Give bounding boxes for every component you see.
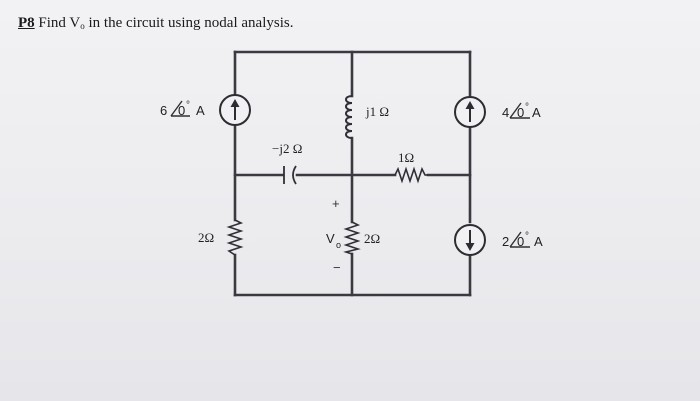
source-2a-unit: A xyxy=(534,234,543,249)
capacitor-label: −j2 Ω xyxy=(272,141,302,156)
source-2a-magnitude: 2 xyxy=(502,234,509,249)
inductor-j1-label: j1 Ω xyxy=(365,104,389,119)
circuit-wires xyxy=(233,50,472,297)
problem-title: P8 Find Vo in the circuit using nodal an… xyxy=(18,15,293,32)
resistor-2ohm-center-label: 2Ω xyxy=(364,231,380,246)
source-2a-angle: 0 xyxy=(517,234,524,249)
resistor-1ohm-label: 1Ω xyxy=(398,150,414,165)
source-6a-label: 6 0 ° A xyxy=(160,100,205,118)
vo-subscript: o xyxy=(336,240,341,250)
svg-text:°: ° xyxy=(186,100,190,111)
source-4a-angle: 0 xyxy=(517,105,524,120)
source-6a-unit: A xyxy=(196,103,205,118)
source-4a-magnitude: 4 xyxy=(502,105,509,120)
vo-label: V xyxy=(326,231,335,246)
inductor-j1 xyxy=(345,95,353,139)
problem-text-after: in the circuit using nodal analysis. xyxy=(84,15,294,31)
current-source-4a xyxy=(454,96,486,128)
source-6a-magnitude: 6 xyxy=(160,103,167,118)
source-4a-unit: A xyxy=(532,105,541,120)
resistor-1ohm xyxy=(394,166,428,184)
source-4a-label: 4 0 ° A xyxy=(502,102,541,120)
problem-text-sub: o xyxy=(80,21,85,31)
resistor-2ohm-center xyxy=(343,221,361,255)
current-source-2a xyxy=(454,224,486,256)
vo-minus-sign: − xyxy=(333,260,341,275)
svg-text:°: ° xyxy=(525,231,529,242)
current-source-6a xyxy=(219,94,251,126)
resistor-2ohm-left-label: 2Ω xyxy=(198,230,214,245)
source-6a-angle: 0 xyxy=(178,103,185,118)
source-2a-label: 2 0 ° A xyxy=(502,231,543,249)
problem-number: P8 xyxy=(18,15,35,31)
capacitor-minus-j2 xyxy=(283,165,297,185)
resistor-2ohm-left xyxy=(226,219,244,256)
vo-plus-sign: + xyxy=(332,196,340,211)
svg-text:°: ° xyxy=(525,102,529,113)
problem-text-before: Find V xyxy=(38,15,81,31)
